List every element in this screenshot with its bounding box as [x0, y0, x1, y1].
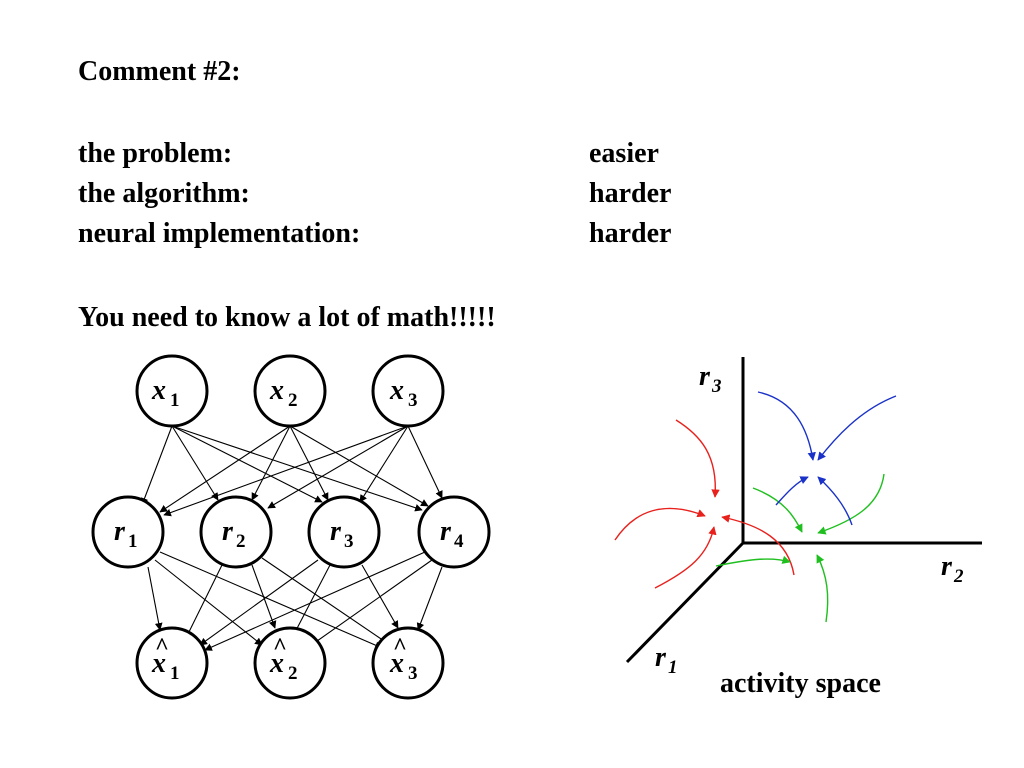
output-node-xhat2-sub: 2 [288, 663, 298, 684]
output-node-xhat1: ^ x 1 [135, 626, 209, 700]
output-node-xhat2-var: x [269, 648, 284, 679]
edge-r4-xh3 [416, 566, 443, 631]
red-trajectory-3 [654, 526, 717, 589]
edge-r1-xh2 [154, 559, 263, 646]
output-node-xhat1-hat: ^ [155, 634, 169, 660]
red-trajectories [614, 419, 795, 589]
hidden-node-r3-sub: 3 [344, 531, 354, 552]
blue-trajectory-3 [775, 476, 809, 506]
edge-x3-r2 [267, 425, 409, 509]
input-node-x2: x 2 [253, 354, 327, 428]
green-trajectory-4 [816, 554, 829, 623]
input-node-x3-var: x [389, 375, 404, 406]
edge-x2-r3 [289, 425, 329, 501]
edge-r1-xh3 [159, 551, 383, 649]
edge-x1-r3 [171, 425, 323, 503]
red-trajectory-1 [675, 419, 720, 498]
input-node-x1-var: x [151, 375, 166, 406]
hidden-node-r2-sub: 2 [236, 531, 246, 552]
edge-r2-xh2 [251, 564, 277, 629]
blue-trajectory-2 [817, 395, 897, 461]
axis-r1-line [625, 541, 745, 664]
axis-r3-label: r 3 [699, 361, 722, 397]
edge-x3-r4 [407, 425, 443, 499]
axis-r2-sub: 2 [953, 566, 964, 587]
axis-r2-label: r 2 [941, 551, 964, 587]
hidden-node-r1-sub: 1 [128, 531, 138, 552]
row-algorithm-label: the algorithm: [78, 178, 250, 209]
edge-x2-r4 [289, 425, 429, 507]
network-edges [140, 425, 443, 651]
output-node-xhat1-sub: 1 [170, 663, 180, 684]
input-node-x1-sub: 1 [170, 390, 180, 411]
activity-space-axes [625, 357, 982, 664]
hidden-node-r4-var: r [440, 516, 452, 547]
input-node-x2-sub: 2 [288, 390, 298, 411]
green-trajectory-2 [817, 473, 885, 535]
edge-r3-xh2 [291, 564, 331, 639]
hidden-node-r1: r 1 [91, 495, 165, 569]
edge-r2-xh3 [261, 557, 391, 646]
edge-x2-r2 [251, 425, 291, 501]
edge-x3-r3 [359, 425, 409, 503]
input-node-x3: x 3 [371, 354, 445, 428]
output-node-xhat3-hat: ^ [393, 634, 407, 660]
hidden-node-r4: r 4 [417, 495, 491, 569]
edge-x3-r1 [163, 425, 409, 517]
red-trajectory-4 [721, 514, 795, 576]
hidden-node-r2-var: r [222, 516, 234, 547]
blue-trajectory-1 [757, 391, 816, 461]
green-trajectories [715, 473, 885, 623]
green-trajectory-3 [715, 555, 791, 567]
row-problem-value: easier [589, 138, 659, 169]
input-node-x3-sub: 3 [408, 390, 418, 411]
output-node-xhat1-var: x [151, 648, 166, 679]
edge-r3-xh1 [199, 559, 319, 646]
output-node-xhat2: ^ x 2 [253, 626, 327, 700]
row-neural-value: harder [589, 218, 672, 249]
edge-r1-xh1 [147, 566, 163, 631]
hidden-node-r2: r 2 [199, 495, 273, 569]
edge-r4-xh2 [309, 559, 433, 647]
row-problem-label: the problem: [78, 138, 233, 169]
row-algorithm-value: harder [589, 178, 672, 209]
output-node-xhat3-sub: 3 [408, 663, 418, 684]
axis-r3-sub: 3 [711, 376, 722, 397]
axis-r2-var: r [941, 551, 953, 582]
output-node-xhat3: ^ x 3 [371, 626, 445, 700]
hidden-node-r4-sub: 4 [454, 531, 464, 552]
edge-x1-r2 [171, 425, 219, 501]
hidden-node-r3-var: r [330, 516, 342, 547]
output-node-xhat3-var: x [389, 648, 404, 679]
blue-trajectories [757, 391, 897, 526]
hidden-node-r1-var: r [114, 516, 126, 547]
hidden-node-r3: r 3 [307, 495, 381, 569]
input-node-x1: x 1 [135, 354, 209, 428]
axis-r3-var: r [699, 361, 711, 392]
green-trajectory-1 [752, 487, 803, 533]
row-neural-label: neural implementation: [78, 218, 361, 249]
axis-r1-label: r 1 [655, 642, 678, 678]
edge-r2-xh1 [184, 564, 223, 641]
edge-x1-r1 [140, 425, 173, 506]
axis-r1-sub: 1 [668, 657, 678, 678]
conclusion-text: You need to know a lot of math!!!!! [78, 302, 496, 333]
edge-x1-r4 [171, 425, 423, 512]
red-trajectory-2 [614, 507, 706, 541]
activity-space-caption: activity space [720, 668, 881, 699]
blue-trajectory-4 [817, 476, 853, 526]
edge-x2-r1 [159, 425, 291, 513]
edge-r4-xh1 [204, 551, 426, 651]
input-node-x2-var: x [269, 375, 284, 406]
output-node-xhat2-hat: ^ [273, 634, 287, 660]
slide-heading: Comment #2: [78, 56, 241, 87]
axis-r1-var: r [655, 642, 667, 673]
